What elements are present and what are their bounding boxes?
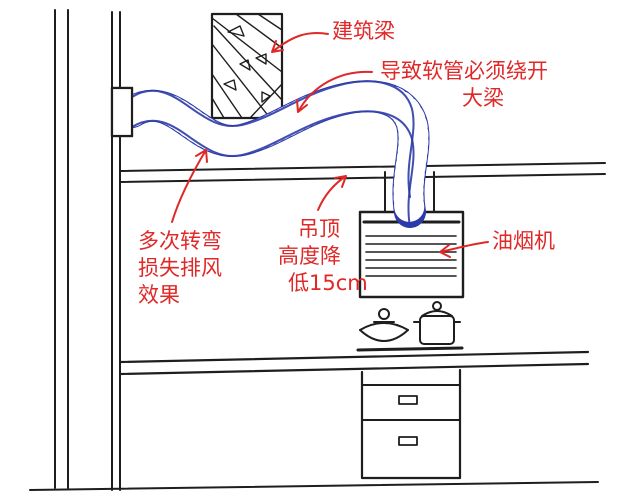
beam-arrow — [271, 32, 329, 53]
ceiling-drop-label: 吊顶 高度降 低15cm — [278, 216, 368, 297]
range-hood-label: 油烟机 — [492, 228, 555, 255]
drawer-handle-2 — [398, 436, 418, 446]
bends-label-line-1: 多次转弯 — [138, 229, 222, 253]
ceiling-drop-label-line-2: 高度降 — [278, 244, 341, 268]
beam-label-text: 建筑梁 — [332, 19, 395, 43]
drawer-handle-1 — [398, 395, 418, 405]
ceiling-line-bottom — [119, 173, 606, 183]
duct-route-label-line-1: 导致软管必须绕开 — [380, 59, 548, 83]
ceiling-drop-arrow — [317, 175, 347, 211]
range-hood-arrow — [439, 241, 489, 258]
beam-concrete-texture — [211, 13, 283, 119]
annotation-arrows — [171, 32, 489, 258]
stock-pot — [413, 301, 461, 345]
ceiling-drop-label-line-1: 吊顶 — [298, 217, 340, 241]
building-beam — [210, 12, 284, 120]
bends-label-line-2: 损失排风 — [138, 256, 222, 280]
countertop-bottom — [118, 362, 590, 376]
beam-label: 建筑梁 — [332, 18, 395, 45]
duct-route-label-line-2: 大梁 — [462, 86, 504, 110]
bends-label: 多次转弯 损失排风 效果 — [138, 228, 222, 309]
range-hood-label-text: 油烟机 — [492, 229, 555, 253]
cabinet-outline — [360, 368, 462, 480]
countertop-top — [118, 350, 590, 364]
cooktop-base — [356, 346, 464, 352]
duct-route-label: 导致软管必须绕开 大梁 — [380, 58, 548, 112]
ceiling-drop-label-line-3: 低15cm — [288, 271, 368, 295]
flexible-duct — [116, 80, 430, 228]
bends-arrow — [171, 149, 208, 223]
bends-label-line-3: 效果 — [138, 283, 180, 307]
floor-line — [29, 481, 599, 491]
duct-wall-outlet-cap — [110, 86, 134, 138]
duct-route-arrow — [296, 70, 373, 113]
wok-pot — [359, 308, 409, 342]
range-hood-grille — [365, 235, 457, 277]
ceiling-line-top — [119, 162, 606, 172]
